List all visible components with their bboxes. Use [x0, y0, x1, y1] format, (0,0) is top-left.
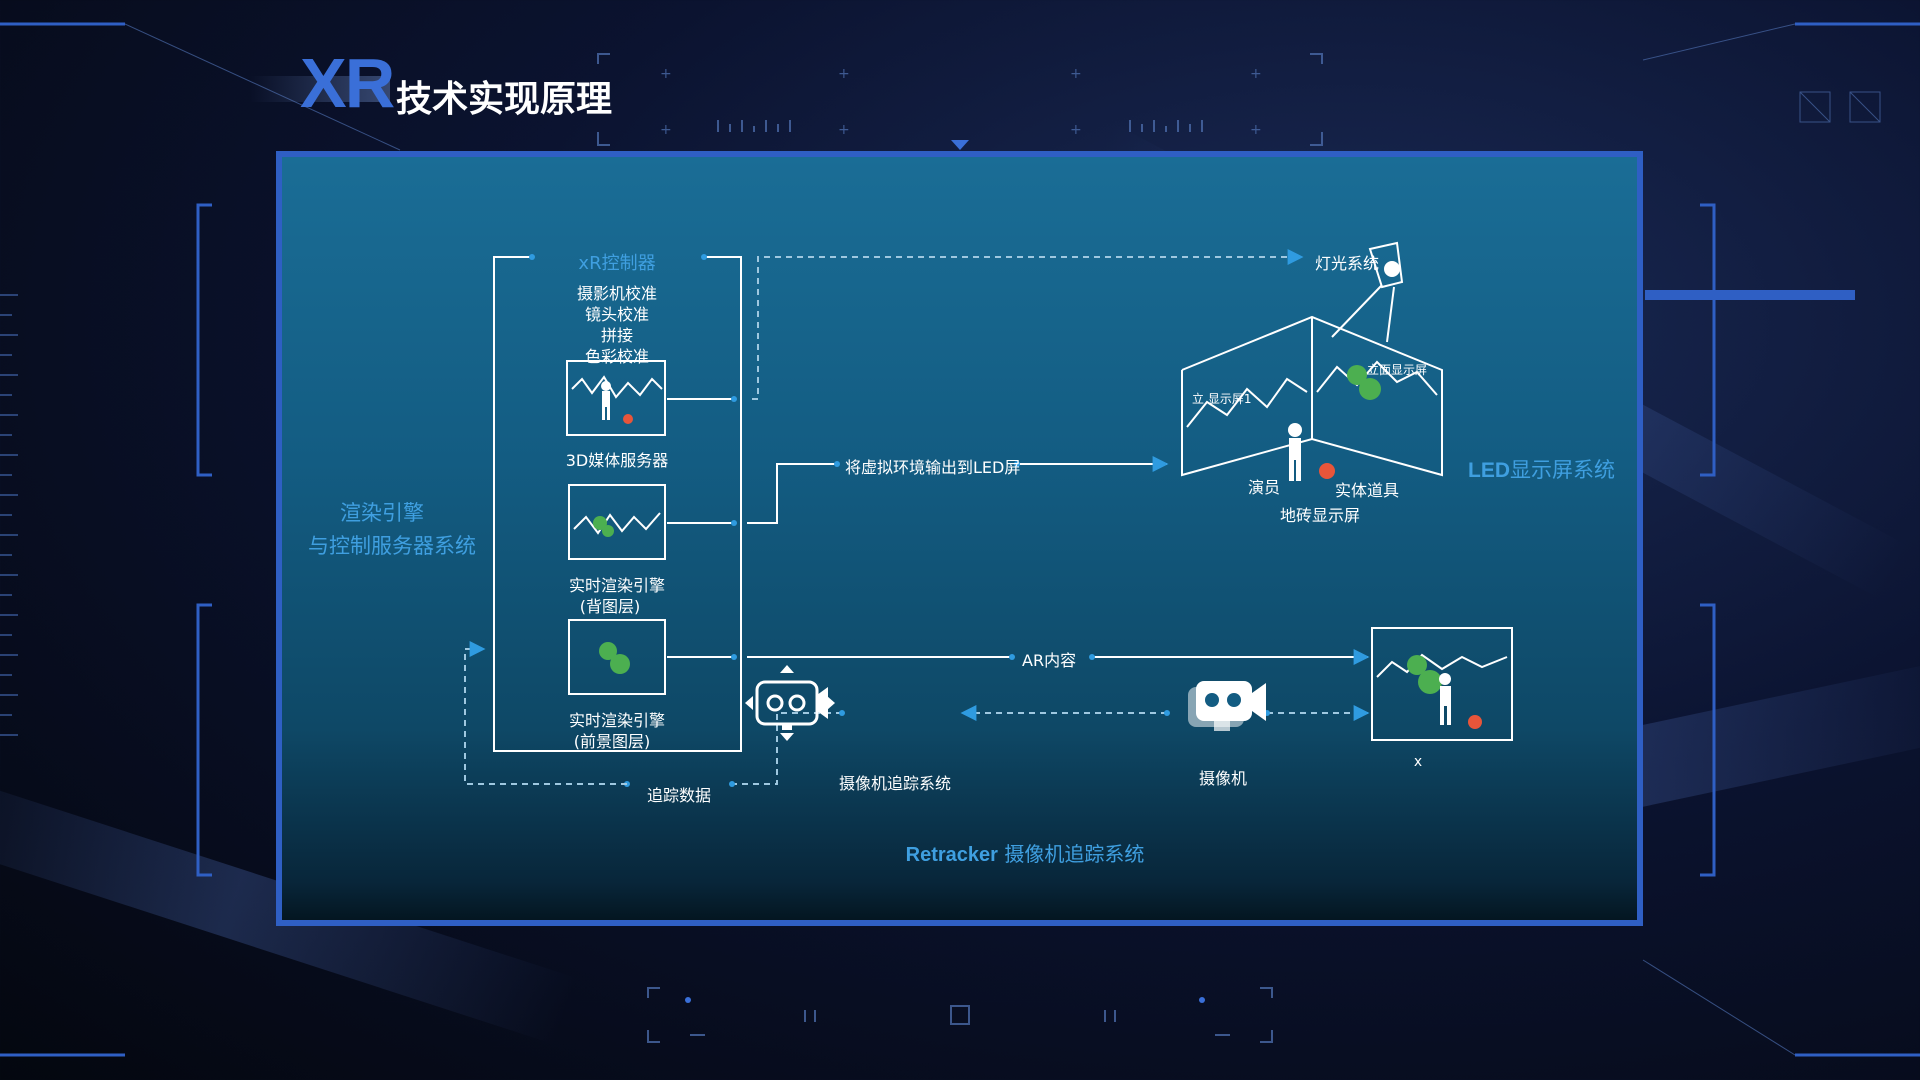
composite-output-label: x: [1413, 754, 1423, 770]
camera-icon: [1188, 681, 1266, 731]
xr-controller-item: 拼接: [600, 326, 634, 345]
led-screen-right-label: 立面显示屏: [1367, 363, 1428, 377]
camera-tracking-icon: [745, 665, 835, 741]
led-system-main: 显示屏系统: [1510, 458, 1615, 482]
svg-text:+: +: [838, 122, 850, 138]
xr-controller-item: 色彩校准: [584, 347, 650, 366]
tracking-data-label: 追踪数据: [646, 786, 712, 805]
led-system-prefix: LED: [1468, 459, 1510, 482]
output-led-label: 将虚拟环境输出到LED屏: [845, 458, 1021, 477]
media-server-label: 3D媒体服务器: [565, 451, 669, 470]
floor-screen-label: 地砖显示屏: [1279, 506, 1361, 525]
render-fg-thumbnail: [568, 619, 666, 695]
lamp-icon: [1331, 241, 1404, 343]
retracker-title: Retracker 摄像机追踪系统: [906, 838, 1145, 867]
actor-figure: [1288, 423, 1302, 481]
render-fg-label-line2: (前景图层): [573, 732, 651, 751]
prop-label: 实体道具: [1335, 481, 1400, 500]
media-server-thumbnail: [566, 360, 666, 436]
retracker-main: 摄像机追踪系统: [997, 842, 1145, 866]
svg-text:+: +: [838, 66, 850, 82]
ar-content-label: AR内容: [1022, 651, 1077, 670]
svg-text:+: +: [660, 122, 672, 138]
rendering-system-line1: 渲染引擎: [340, 501, 424, 525]
camera-label: 摄像机: [1198, 769, 1248, 788]
title-accent-bar: [250, 76, 390, 102]
render-bg-label-line2: (背图层): [579, 597, 641, 616]
svg-text:+: +: [1250, 122, 1262, 138]
render-fg-label-line1: 实时渲染引擎: [568, 711, 666, 730]
actor-label: 演员: [1248, 478, 1281, 497]
lighting-system-label: 灯光系统: [1315, 254, 1380, 273]
rendering-system-line2: 与控制服务器系统: [308, 534, 476, 558]
svg-text:+: +: [1070, 66, 1082, 82]
xr-controller-bracket: [493, 256, 742, 752]
xr-controller-title: xR控制器: [578, 253, 656, 274]
diagram-lines: [464, 241, 1513, 787]
title-prefix: XR: [300, 44, 395, 122]
title-main: 技术实现原理: [396, 79, 613, 120]
render-bg-label-line1: 实时渲染引擎: [568, 576, 666, 595]
xr-controller-item: 镜头校准: [584, 305, 650, 324]
render-bg-thumbnail: [568, 484, 666, 560]
led-screen-left-label: 立 显示屏1: [1192, 392, 1252, 406]
diagram-panel: 渲染引擎 与控制服务器系统 xR控制器 摄影机校准 镜头校准 拼接 色彩校准 3…: [276, 151, 1643, 926]
composited-output-frame: [1371, 627, 1513, 741]
xr-controller-item: 摄影机校准: [576, 284, 658, 303]
svg-text:+: +: [1250, 66, 1262, 82]
retracker-brand: Retracker: [905, 844, 998, 866]
led-screen-illustration: [1181, 315, 1443, 477]
led-system-title: LED显示屏系统: [1468, 454, 1615, 484]
svg-text:+: +: [660, 66, 672, 82]
svg-text:+: +: [1070, 122, 1082, 138]
camera-tracking-label: 摄像机追踪系统: [838, 774, 952, 793]
